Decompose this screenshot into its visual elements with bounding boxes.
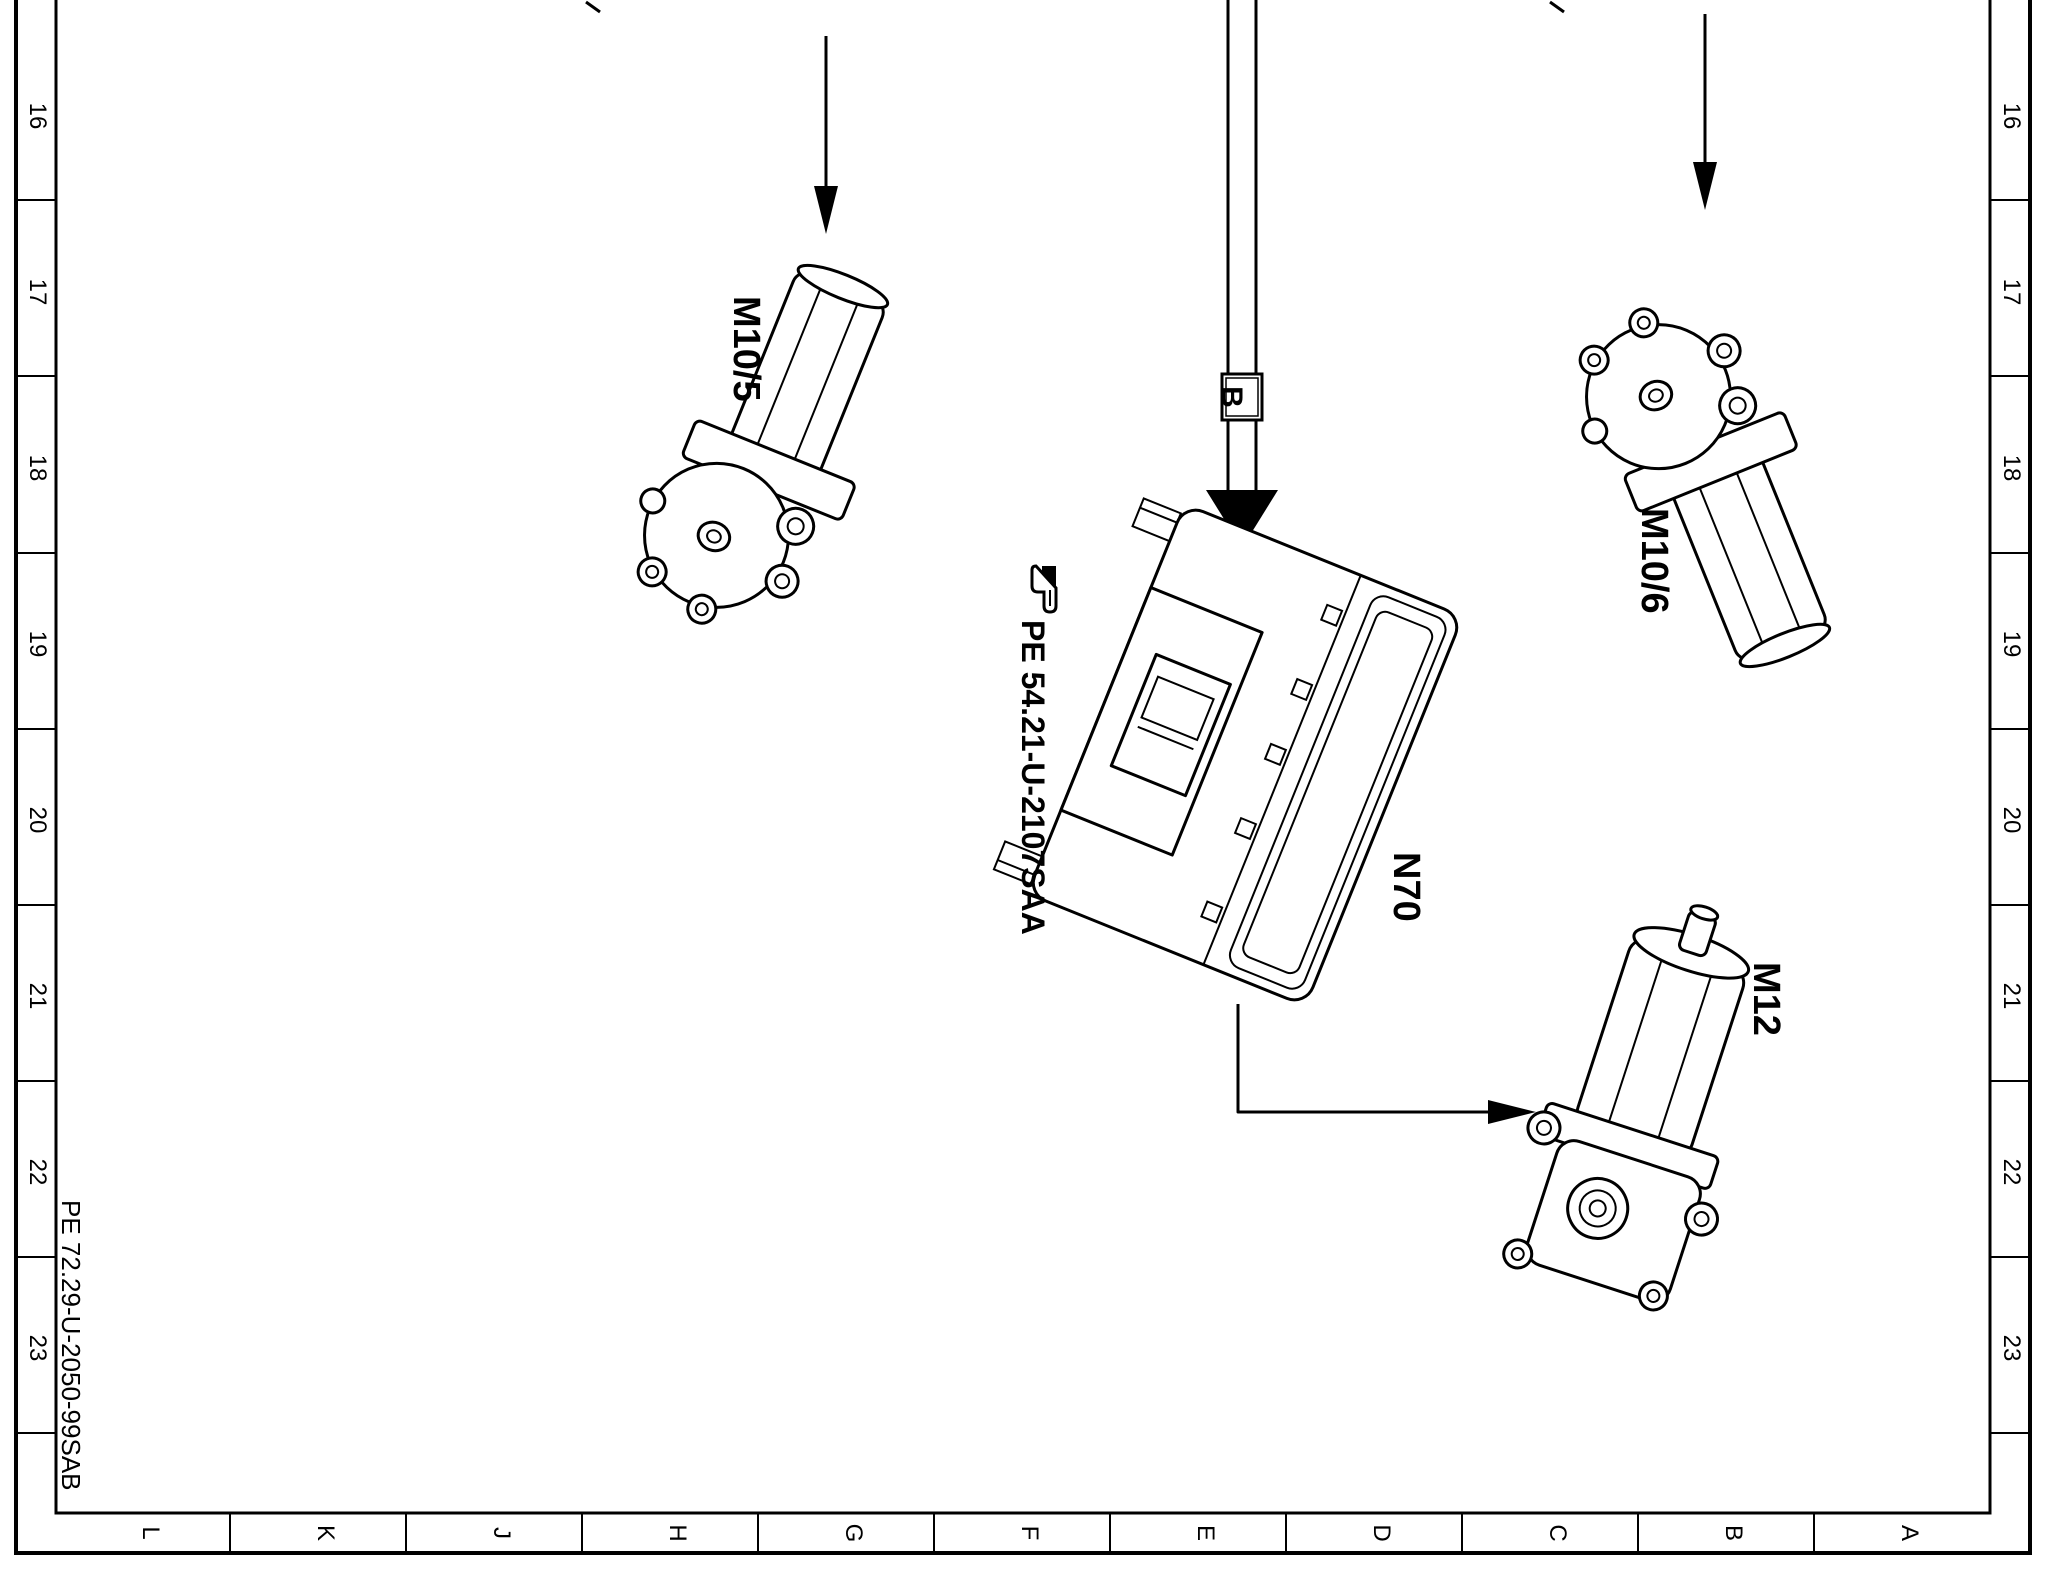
connector-b-label: B	[1215, 386, 1248, 408]
row-number-23-right: 23	[1998, 1335, 2025, 1362]
row-number-22-right: 22	[1998, 1159, 2025, 1186]
column-letter-j: J	[488, 1527, 515, 1539]
row-number-23-left: 23	[24, 1335, 51, 1362]
column-letter-h: H	[664, 1524, 691, 1541]
reference-note: PE 54.21-U-2107SAA	[1015, 564, 1058, 935]
column-letter-d: D	[1368, 1524, 1395, 1541]
row-number-21-left: 21	[24, 983, 51, 1010]
row-number-22-left: 22	[24, 1159, 51, 1186]
row-number-19-right: 19	[1998, 631, 2025, 658]
drawing-frame: 16 17 18 19 20 21 22 23 16 17 18 19 20 2…	[14, 0, 2032, 1555]
column-letter-e: E	[1192, 1525, 1219, 1541]
row-number-17-right: 17	[1998, 279, 2025, 306]
signal-arrow-to-m10-6	[1693, 14, 1717, 210]
signal-arrow-to-m12	[1236, 1004, 1536, 1124]
motor-m10-5-illustration	[636, 263, 890, 625]
column-letter-k: K	[312, 1525, 339, 1541]
cut-arrow-left-top	[585, 0, 601, 14]
label-m12: M12	[1745, 962, 1787, 1036]
row-number-19-left: 19	[24, 631, 51, 658]
row-number-16-right: 16	[1998, 103, 2025, 130]
column-letter-f: F	[1016, 1526, 1043, 1541]
row-number-17-left: 17	[24, 279, 51, 306]
cut-arrow-right-top	[1549, 0, 1565, 14]
column-letter-c: C	[1544, 1524, 1571, 1541]
pointing-hand-icon	[1030, 564, 1058, 614]
row-number-21-right: 21	[1998, 983, 2025, 1010]
reference-text: PE 54.21-U-2107SAA	[1015, 620, 1051, 935]
row-number-20-left: 20	[24, 807, 51, 834]
row-number-16-left: 16	[24, 103, 51, 130]
column-letter-b: B	[1720, 1525, 1747, 1541]
label-n70: N70	[1385, 852, 1427, 922]
row-number-18-right: 18	[1998, 455, 2025, 482]
label-m10-5: M10/5	[725, 296, 767, 402]
connector-b: B	[1215, 372, 1264, 422]
control-panel-n70-illustration	[992, 497, 1459, 1002]
row-number-20-right: 20	[1998, 807, 2025, 834]
drawing-number: PE 72.29-U-2050-99SAB	[56, 1200, 86, 1491]
signal-arrow-to-m10-5	[814, 36, 838, 234]
label-m10-6: M10/6	[1633, 508, 1675, 614]
row-number-18-left: 18	[24, 455, 51, 482]
column-letter-l: L	[137, 1526, 164, 1539]
motor-m12-illustration	[1502, 904, 1751, 1312]
motor-m10-6-illustration	[1578, 307, 1832, 669]
bus-arrow-to-n70	[1206, 0, 1278, 548]
column-letter-g: G	[840, 1524, 867, 1543]
column-letter-a: A	[1896, 1525, 1923, 1541]
